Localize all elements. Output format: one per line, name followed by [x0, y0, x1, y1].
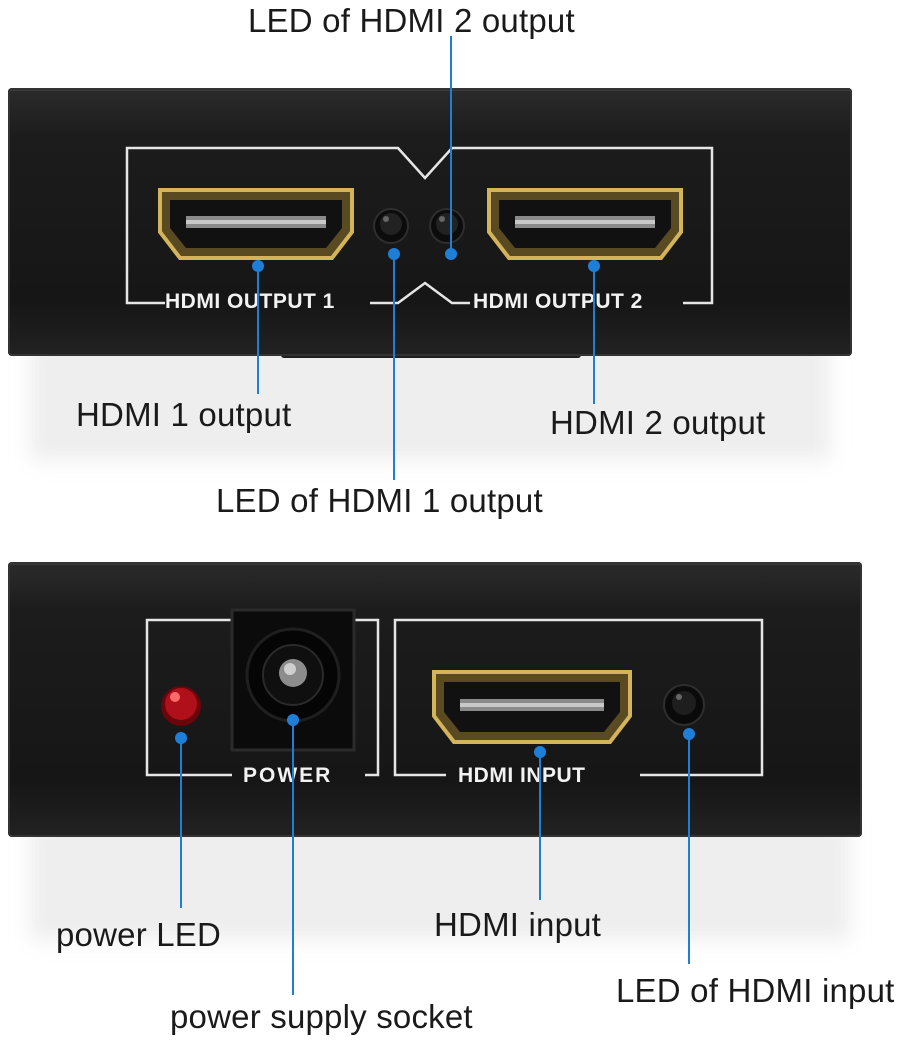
panel-label-hdmi-input: HDMI INPUT [458, 764, 586, 787]
callout-power-led: power LED [56, 916, 222, 953]
panel-label-hdmi-output-1: HDMI OUTPUT 1 [165, 290, 335, 313]
leader-led-hdmi2-output [450, 36, 452, 254]
device-shadow-top [30, 340, 830, 460]
dot-hdmi1-output [252, 260, 264, 272]
panel-label-power: POWER [243, 764, 333, 787]
device-shadow-bottom [30, 820, 850, 940]
dot-led-hdmi1-output [388, 248, 400, 260]
leader-led-hdmi1-output [393, 254, 395, 480]
dot-led-hdmi2-output [445, 248, 457, 260]
callout-hdmi1-output: HDMI 1 output [76, 396, 292, 433]
leader-power-led [180, 738, 182, 908]
leader-power-supply-socket [292, 720, 294, 995]
leader-hdmi-input [539, 752, 541, 900]
dot-power-supply-socket [287, 714, 299, 726]
callout-power-supply-socket: power supply socket [170, 998, 473, 1035]
dot-hdmi-input [534, 746, 546, 758]
leader-hdmi1-output [257, 266, 259, 394]
callout-led-hdmi-input: LED of HDMI input [616, 972, 895, 1009]
callout-hdmi-input: HDMI input [434, 906, 602, 943]
leader-hdmi2-output [593, 266, 595, 404]
dot-hdmi2-output [588, 260, 600, 272]
dot-power-led [175, 732, 187, 744]
dot-led-hdmi-input [683, 728, 695, 740]
leader-led-hdmi-input [688, 734, 690, 964]
panel-label-hdmi-output-2: HDMI OUTPUT 2 [473, 290, 643, 313]
callout-led-hdmi1-output: LED of HDMI 1 output [216, 482, 543, 519]
callout-hdmi2-output: HDMI 2 output [550, 404, 766, 441]
callout-led-hdmi2-output: LED of HDMI 2 output [248, 2, 575, 39]
